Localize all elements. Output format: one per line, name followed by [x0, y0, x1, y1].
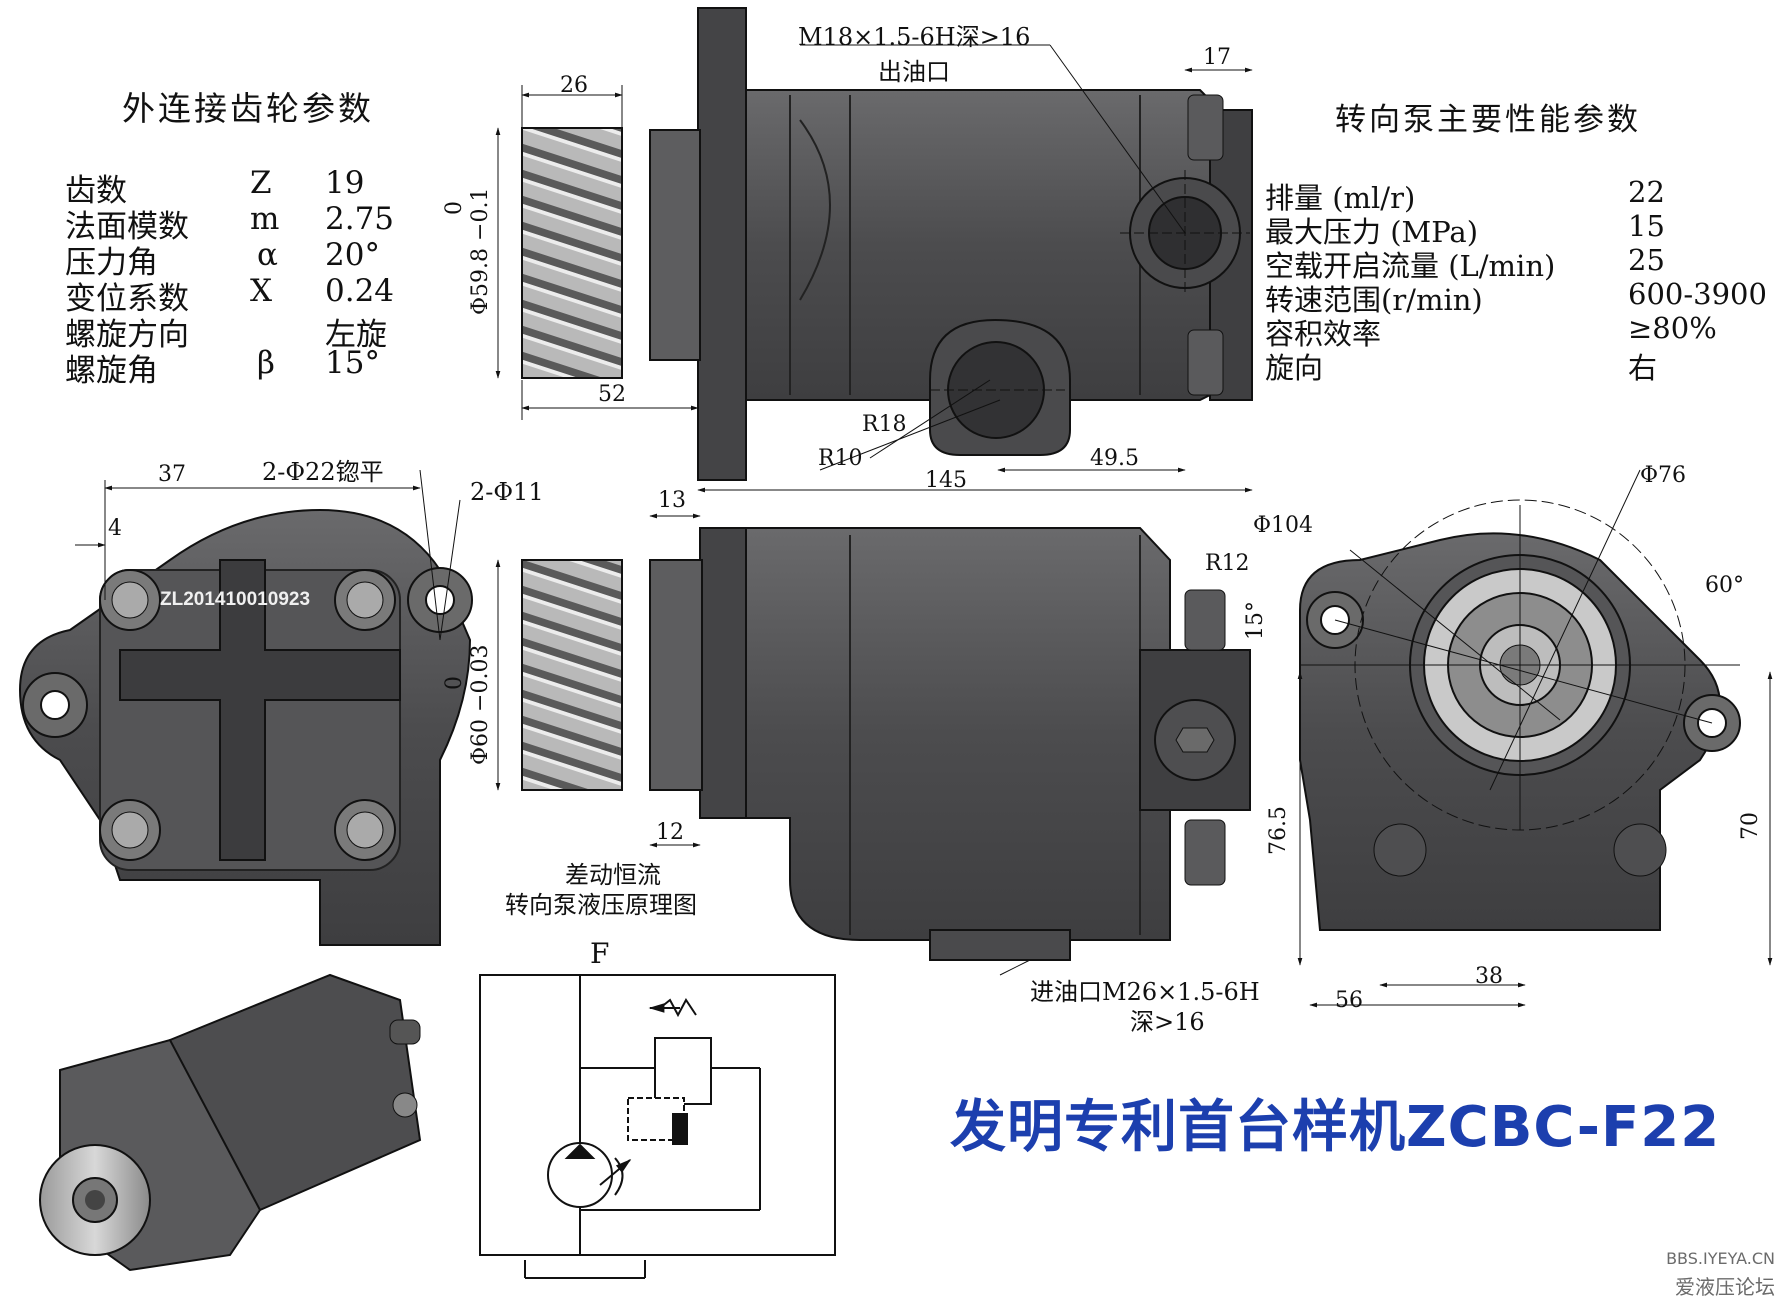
dim-70: 70 [1738, 812, 1763, 840]
dim-r12: R12 [1205, 551, 1250, 576]
gear-param-symbol: β [257, 345, 275, 381]
dim-13: 13 [658, 488, 686, 513]
top-side-view [495, 7, 1253, 493]
pump-params-title: 转向泵主要性能参数 [1335, 102, 1641, 138]
watermark-name: 爱液压论坛 [1675, 1275, 1775, 1299]
gear-param-symbol: Z [250, 165, 272, 201]
dim-37: 37 [158, 462, 186, 487]
gear-param-name: 螺旋角 [65, 353, 158, 389]
pump-param-value: 22 [1628, 175, 1665, 209]
dim-dia-59-8: Φ59.8 −0.1 [468, 187, 493, 315]
dim-dia-59-8-zero: 0 [442, 201, 467, 215]
dim-r10: R10 [818, 446, 863, 471]
dim-4: 4 [108, 516, 122, 541]
gear-param-name: 螺旋方向 [65, 317, 189, 353]
dim-52: 52 [598, 382, 626, 407]
inlet-depth-label: 深>16 [1130, 1008, 1205, 1036]
dim-56: 56 [1335, 988, 1363, 1013]
gear-param-name: 齿数 [65, 173, 127, 209]
pump-param-value: 15 [1628, 209, 1665, 243]
right-end-view [1297, 469, 1773, 1008]
dim-49-5: 49.5 [1090, 446, 1139, 471]
middle-side-view [495, 513, 1251, 976]
gear-param-value: 2.75 [325, 201, 395, 237]
pump-param-value: 右 [1628, 351, 1658, 385]
dim-r18: R18 [862, 412, 907, 437]
watermark-url: BBS.IYEYA.CN [1666, 1249, 1775, 1268]
schematic-caption-1: 差动恒流 [565, 861, 661, 889]
outlet-thread-label: M18×1.5-6H深>16 [798, 23, 1031, 51]
dim-dia-76: Φ76 [1640, 463, 1687, 488]
dim-12: 12 [656, 820, 684, 845]
dim-38: 38 [1475, 964, 1503, 989]
pump-param-value: ≥80% [1628, 311, 1717, 345]
headline: 发明专利首台样机ZCBC-F22 [950, 1095, 1721, 1160]
inlet-thread-label: 进油口M26×1.5-6H [1030, 978, 1260, 1006]
gear-param-symbol: m [250, 201, 280, 237]
dim-26: 26 [560, 73, 588, 98]
pump-param-name: 空载开启流量 (L/min) [1265, 249, 1556, 283]
gear-param-name: 变位系数 [65, 281, 189, 317]
gear-param-value: 左旋 [325, 317, 387, 353]
patent-mark: ZL201410010923 [160, 589, 311, 610]
pump-param-value: 600-3900 [1628, 277, 1767, 311]
outlet-label: 出油口 [878, 58, 950, 86]
gear-param-name: 压力角 [65, 245, 158, 281]
port-label: F [590, 937, 610, 970]
two-holes-label: 2-Φ11 [470, 478, 544, 506]
two-holes-spot-label: 2-Φ22锪平 [262, 458, 384, 486]
pump-param-name: 旋向 [1265, 351, 1324, 385]
gear-param-value: 19 [325, 165, 365, 201]
pump-param-name: 容积效率 [1265, 317, 1382, 351]
dim-dia-60: Φ60 −0.03 [468, 644, 493, 765]
gear-param-value: 20° [325, 237, 380, 273]
pump-param-name: 最大压力 (MPa) [1265, 215, 1479, 249]
gear-param-name: 法面模数 [65, 209, 189, 245]
dim-angle-60: 60° [1705, 573, 1744, 598]
gear-params-title: 外连接齿轮参数 [122, 89, 374, 128]
hydraulic-schematic [479, 974, 836, 1279]
dim-145: 145 [925, 468, 967, 493]
dim-76-5: 76.5 [1266, 806, 1291, 855]
gear-param-symbol: X [250, 273, 273, 309]
pump-param-name: 转速范围(r/min) [1265, 283, 1483, 317]
dim-dia-104: Φ104 [1253, 513, 1314, 538]
left-end-view [18, 469, 473, 946]
dim-17: 17 [1203, 45, 1231, 70]
gear-param-symbol: α [257, 237, 278, 273]
pump-param-name: 排量 (ml/r) [1265, 181, 1416, 215]
pump-param-value: 25 [1628, 243, 1665, 277]
isometric-view [39, 973, 422, 1272]
schematic-caption-2: 转向泵液压原理图 [505, 891, 697, 919]
gear-param-value: 0.24 [325, 273, 395, 309]
gear-param-value: 15° [325, 345, 380, 381]
dim-dia-60-zero: 0 [442, 676, 467, 690]
dim-angle-15: 15° [1243, 601, 1268, 640]
